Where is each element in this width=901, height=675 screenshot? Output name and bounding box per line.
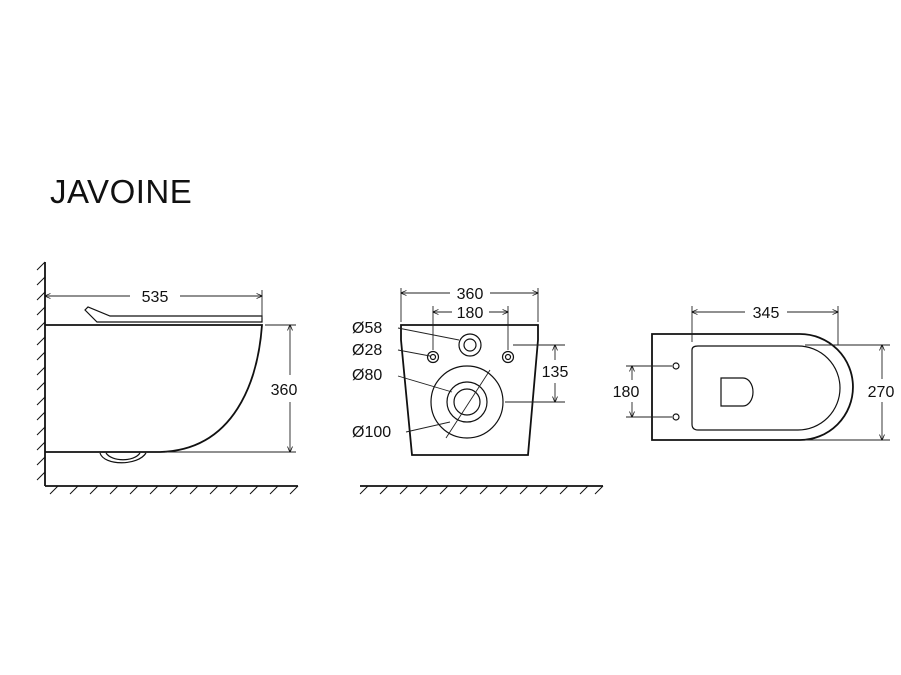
side-view: 535 360	[36, 261, 299, 495]
rear-view: 360 180 Ø58 Ø28 Ø80 Ø100 135	[352, 286, 604, 495]
label-d58: Ø58	[352, 320, 382, 337]
dim-top-length: 345	[753, 305, 780, 322]
dim-side-length: 535	[142, 289, 169, 306]
rear-body-outline	[400, 324, 539, 456]
dim-side-height: 360	[271, 382, 298, 399]
top-bolt-hole-top	[672, 362, 680, 370]
bolt-hole-left	[426, 350, 440, 364]
top-inner-bowl	[691, 345, 841, 431]
wall-hatch	[36, 261, 46, 481]
dim-rear-width: 360	[457, 286, 484, 303]
label-d80: Ø80	[352, 367, 382, 384]
top-bolt-hole-bottom	[672, 413, 680, 421]
product-title: JAVOINE	[50, 173, 193, 210]
top-outer-outline	[651, 333, 854, 441]
floor-hatch	[49, 485, 299, 495]
label-d28: Ø28	[352, 342, 382, 359]
dim-rear-bolt-spacing: 180	[457, 305, 484, 322]
top-view: 345 180 270	[613, 305, 895, 441]
outlet-d80	[446, 381, 488, 423]
label-d100: Ø100	[352, 424, 391, 441]
dim-top-width: 270	[868, 384, 895, 401]
inlet-d58	[458, 333, 482, 357]
top-drain	[720, 377, 754, 407]
rear-floor-hatch	[359, 485, 604, 495]
outlet-d100	[430, 365, 504, 439]
bowl-outlet	[99, 452, 147, 464]
dim-top-bolt-spacing: 180	[613, 384, 640, 401]
seat-lid	[84, 306, 263, 323]
dim-rear-135: 135	[542, 364, 569, 381]
bolt-hole-right	[501, 350, 515, 364]
bowl-outline	[45, 324, 263, 453]
